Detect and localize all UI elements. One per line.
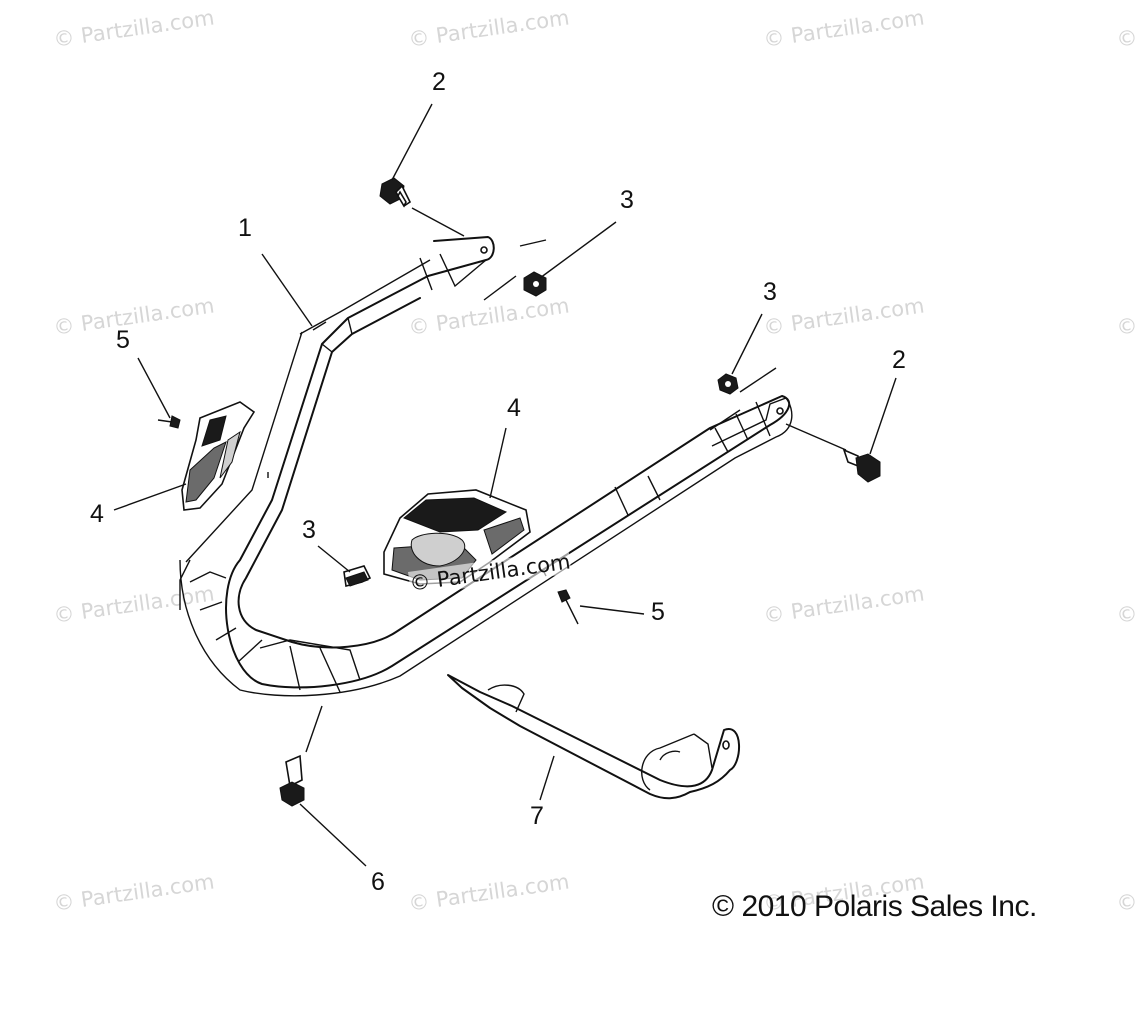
screw-center	[557, 589, 579, 625]
callout-2-top: 2	[432, 68, 446, 96]
callout-3-top: 3	[620, 186, 634, 214]
leader-lines	[113, 103, 897, 867]
bracket-left	[181, 401, 256, 511]
bracket-center	[383, 489, 531, 585]
callout-6: 6	[371, 868, 385, 896]
nut-right	[717, 373, 739, 395]
callout-3-right: 3	[763, 278, 777, 306]
lower-tube	[447, 674, 741, 800]
clip-nut	[343, 565, 372, 587]
bolt-bottom	[279, 754, 305, 807]
bolt-right	[842, 448, 881, 483]
copyright-notice: © 2010 Polaris Sales Inc.	[712, 890, 1037, 923]
screw-left	[157, 415, 181, 429]
callout-1: 1	[238, 214, 252, 242]
callout-4-left: 4	[90, 500, 104, 528]
callout-3-center: 3	[302, 516, 316, 544]
bumper-tube	[179, 236, 793, 697]
callout-4-center: 4	[507, 394, 521, 422]
callout-7: 7	[530, 802, 544, 830]
bolt-top	[379, 177, 412, 208]
callout-5-center: 5	[651, 598, 665, 626]
callout-5-left: 5	[116, 326, 130, 354]
callout-2-right: 2	[892, 346, 906, 374]
